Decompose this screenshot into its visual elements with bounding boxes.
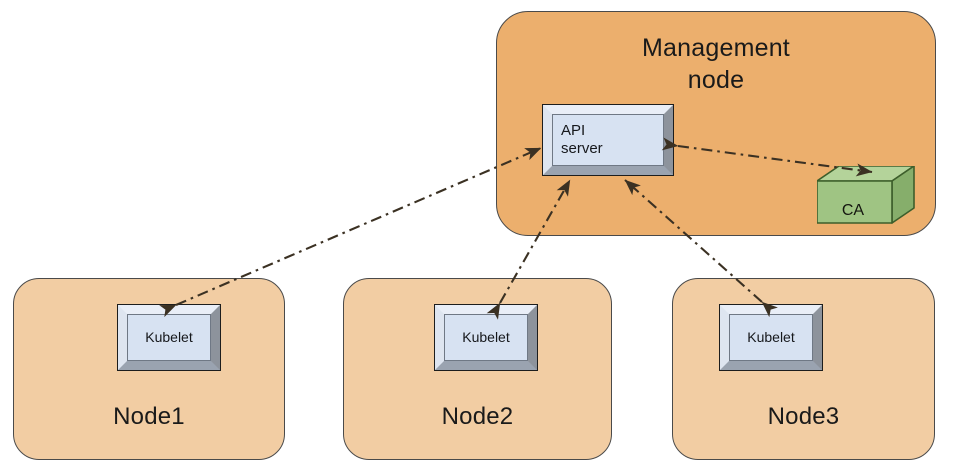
kubelet-inner-node3: Kubelet bbox=[729, 314, 813, 361]
kubelet-label-node1: Kubelet bbox=[145, 329, 193, 345]
kubelet-box-node1[interactable]: Kubelet bbox=[117, 304, 221, 371]
ca-cuboid[interactable]: CA bbox=[817, 166, 915, 224]
kubelet-box-node3[interactable]: Kubelet bbox=[719, 304, 823, 371]
management-node-title: Management node bbox=[497, 32, 935, 96]
kubelet-inner-node2: Kubelet bbox=[444, 314, 528, 361]
ca-front-face bbox=[817, 180, 893, 224]
api-server-label: API server bbox=[553, 122, 663, 158]
kubelet-inner-node1: Kubelet bbox=[127, 314, 211, 361]
api-server-box[interactable]: API server bbox=[542, 104, 674, 176]
kubelet-label-node2: Kubelet bbox=[462, 329, 510, 345]
api-server-inner: API server bbox=[552, 114, 664, 166]
ca-label: CA bbox=[841, 202, 865, 219]
management-node-title-line2: node bbox=[687, 66, 745, 94]
api-server-label-line1: API bbox=[561, 122, 586, 139]
kubelet-box-node2[interactable]: Kubelet bbox=[434, 304, 538, 371]
worker-node-label-node1: Node1 bbox=[113, 403, 185, 430]
worker-node-label-node2: Node2 bbox=[441, 403, 514, 430]
api-server-label-line2: server bbox=[561, 140, 603, 157]
management-node-title-line1: Management bbox=[642, 34, 790, 62]
kubelet-label-node3: Kubelet bbox=[747, 329, 795, 345]
worker-node-label-node3: Node3 bbox=[767, 403, 840, 430]
